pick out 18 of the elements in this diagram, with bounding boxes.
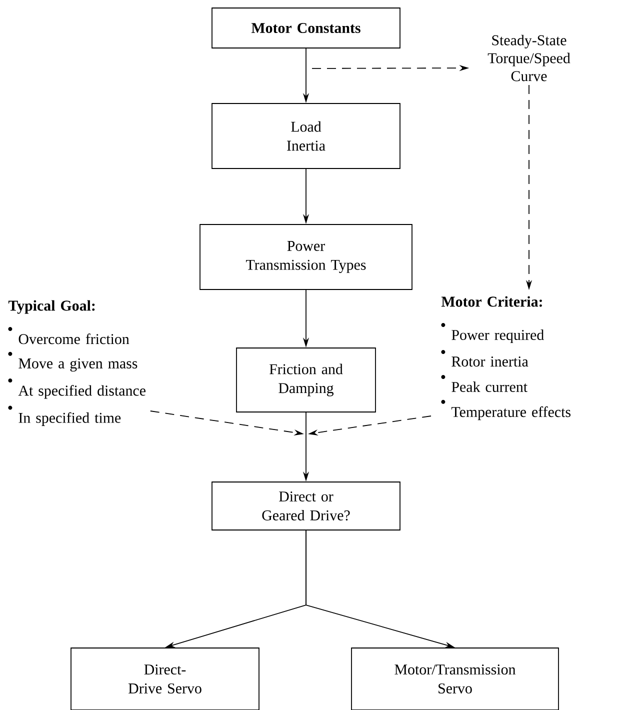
list-item: Peak current xyxy=(452,381,528,392)
process-box: Direct or Geared Drive? xyxy=(212,482,400,530)
list-item: Temperature effects xyxy=(451,406,570,420)
process-box: Direct-Drive Servo xyxy=(70,648,260,710)
list-item: Rotor inertia xyxy=(452,356,528,367)
list-heading: Typical Goal: xyxy=(8,300,95,314)
process-box: Power Transmission Types xyxy=(200,224,412,290)
list-item: Power required xyxy=(452,330,544,344)
list-item: Move a given mass xyxy=(18,358,138,372)
list-item: At specified distance xyxy=(18,385,146,399)
process-box: Motor Constants xyxy=(212,8,400,48)
process-box: Friction and Damping xyxy=(236,348,376,412)
process-box: Load Inertia xyxy=(212,103,400,169)
text-label: Steady-State Torque/Speed Curve xyxy=(488,34,570,82)
list-item: Overcome friction xyxy=(18,334,130,344)
list-item: In specified time xyxy=(18,412,121,426)
process-box: Motor/Transmission Servo xyxy=(351,648,559,710)
list-heading: Motor Criteria: xyxy=(441,296,542,307)
